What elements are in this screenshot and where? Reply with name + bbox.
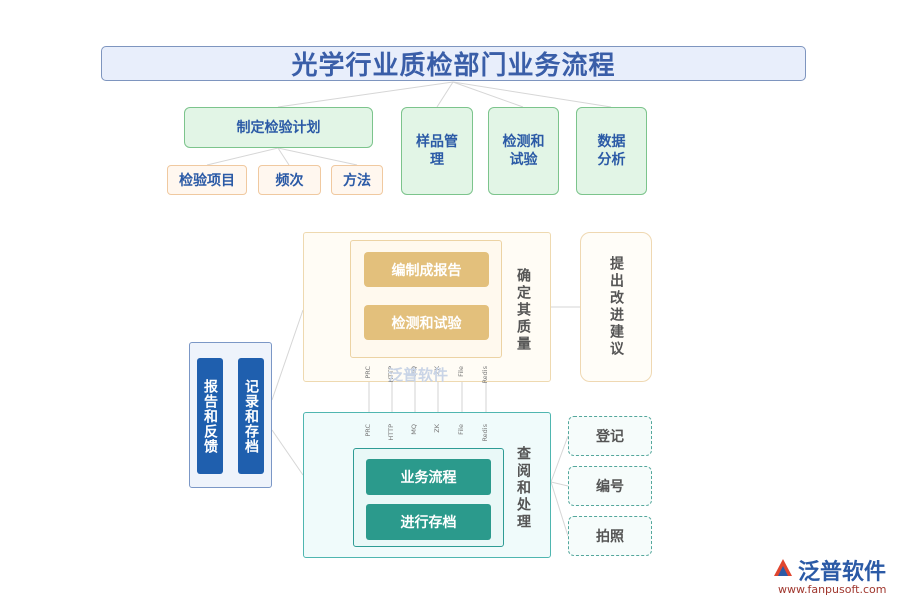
numbering-box: 编号 bbox=[568, 466, 652, 506]
compile-report-box: 编制成报告 bbox=[364, 252, 489, 287]
archive-box: 进行存档 bbox=[366, 504, 491, 540]
sample-box: 样品管理 bbox=[401, 107, 473, 195]
connector-label: Redis bbox=[481, 424, 489, 442]
plan-child-items: 检验项目 bbox=[167, 165, 247, 195]
process-label: 查阅和处理 bbox=[515, 446, 531, 531]
connector-label: File bbox=[457, 424, 465, 435]
connector-label: MQ bbox=[410, 424, 418, 435]
watermark: 泛普软件 bbox=[388, 366, 449, 384]
logo-url: www.fanpusoft.com bbox=[778, 583, 887, 596]
suggest-box: 提出改进建议 bbox=[580, 232, 652, 382]
connector-label: Redis bbox=[481, 366, 489, 384]
report-feedback-box: 报告和反馈 bbox=[197, 358, 223, 474]
connector-label: HTTP bbox=[387, 424, 395, 441]
logo-icon bbox=[774, 559, 792, 576]
record-archive-box: 记录和存档 bbox=[238, 358, 264, 474]
logo-name: 泛普软件 bbox=[798, 560, 887, 585]
analysis-box: 数据分析 bbox=[576, 107, 647, 195]
quality-test-box: 检测和试验 bbox=[364, 305, 489, 340]
suggest-label: 提出改进建议 bbox=[608, 256, 624, 358]
brand-logo: 泛普软件 www.fanpusoft.com bbox=[770, 554, 894, 598]
connector-label: File bbox=[457, 366, 465, 377]
record-archive-label: 记录和存档 bbox=[243, 378, 259, 454]
connector-label: PRC bbox=[364, 424, 372, 437]
test-box: 检测和试验 bbox=[488, 107, 559, 195]
connector-label: ZK bbox=[433, 424, 441, 433]
register-box: 登记 bbox=[568, 416, 652, 456]
report-feedback-label: 报告和反馈 bbox=[202, 378, 218, 454]
connector-label: PRC bbox=[364, 366, 372, 379]
plan-box: 制定检验计划 bbox=[184, 107, 373, 148]
business-process-box: 业务流程 bbox=[366, 459, 491, 495]
plan-child-frequency: 频次 bbox=[258, 165, 321, 195]
plan-child-method: 方法 bbox=[331, 165, 383, 195]
photo-box: 拍照 bbox=[568, 516, 652, 556]
page-title: 光学行业质检部门业务流程 bbox=[101, 46, 806, 81]
quality-label: 确定其质量 bbox=[515, 268, 531, 353]
